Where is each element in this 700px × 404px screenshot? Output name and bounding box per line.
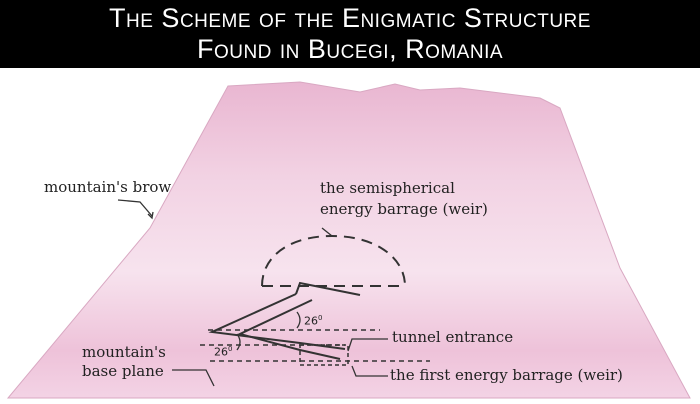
tunnel-upper-arm xyxy=(295,281,361,296)
pointer-dome xyxy=(321,227,333,237)
mountain-shape xyxy=(6,81,691,399)
pointer-first-barrage xyxy=(351,365,388,377)
title-line-2: Found in Bucegi, Romania xyxy=(196,34,504,64)
title-bar: The Scheme of the Enigmatic Structure Fo… xyxy=(0,0,700,68)
arrow-brow xyxy=(147,211,154,220)
first-barrage-box xyxy=(299,344,349,366)
label-base-plane-2: base plane xyxy=(82,362,164,380)
pointer-base-plane xyxy=(172,369,215,387)
diagram-svg xyxy=(6,81,691,399)
label-first-barrage: the first energy barrage (weir) xyxy=(390,366,623,384)
label-mountain-brow: mountain's brow xyxy=(44,178,172,196)
pointer-brow xyxy=(117,199,153,217)
pointer-tunnel xyxy=(347,338,388,352)
title-line-1: The Scheme of the Enigmatic Structure xyxy=(109,3,591,33)
angle-label-upper: 260 xyxy=(304,314,323,328)
label-tunnel-entrance: tunnel entrance xyxy=(392,328,514,346)
upper-angle-arc xyxy=(296,311,301,329)
label-base-plane-1: mountain's xyxy=(82,343,166,361)
label-semispherical-1: the semispherical xyxy=(320,179,455,197)
label-semispherical-2: energy barrage (weir) xyxy=(320,200,488,218)
diagram: mountain's brow the semispherical energy… xyxy=(0,68,700,400)
tunnel-zigzag-inner xyxy=(237,299,341,360)
angle-label-lower: 260 xyxy=(214,345,233,359)
lower-angle-arc xyxy=(236,333,241,351)
